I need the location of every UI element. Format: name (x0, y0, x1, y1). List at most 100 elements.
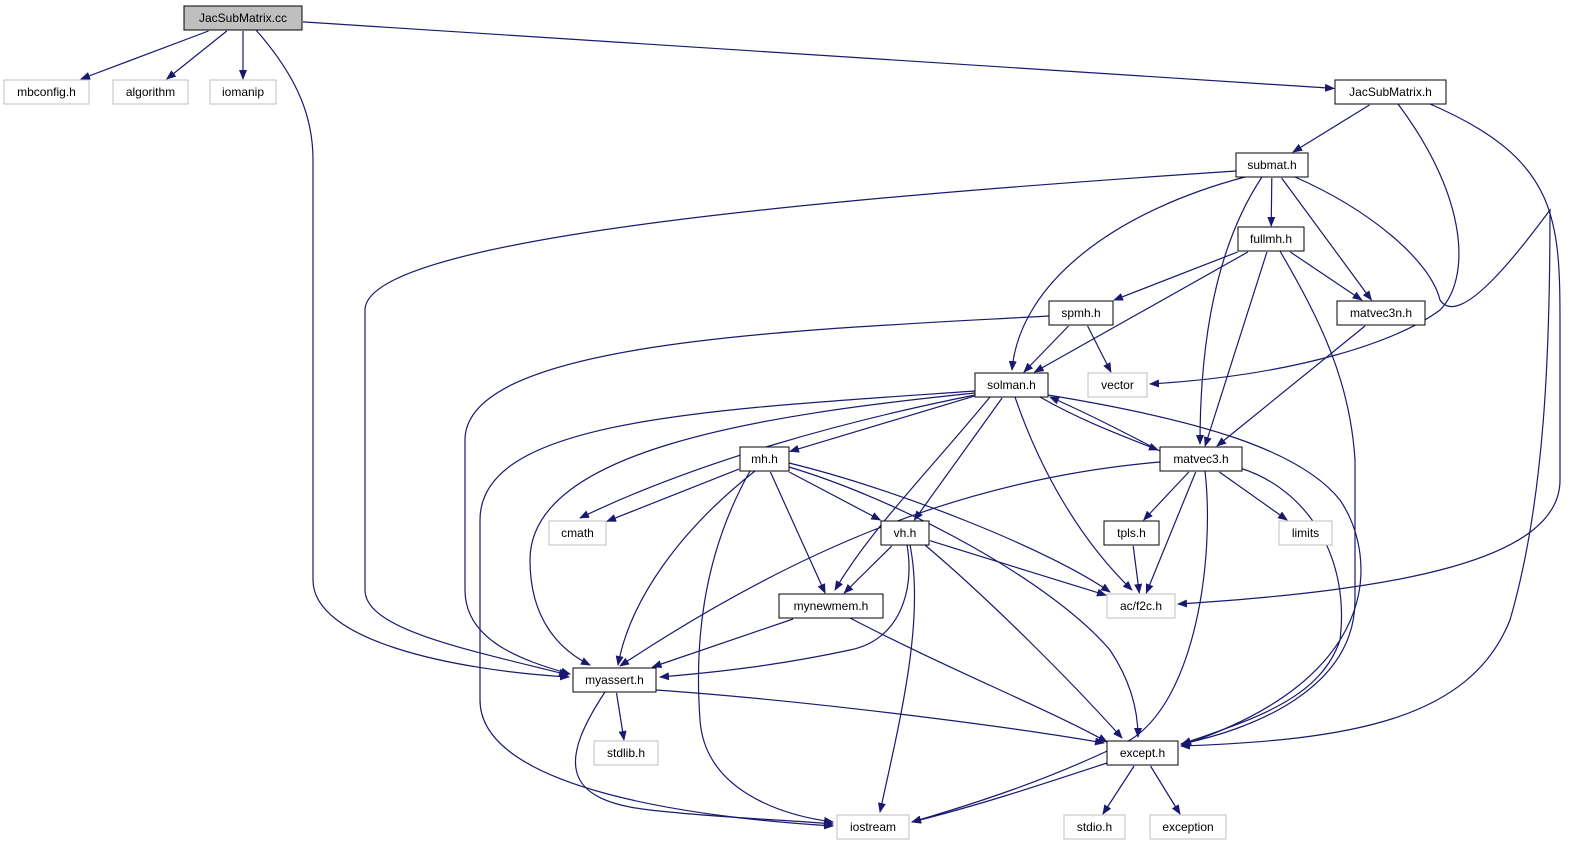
edge-jacsubmatrix_cc-to-algorithm (166, 30, 228, 80)
edge-jacsubmatrix_cc-to-myassert_h (255, 29, 570, 681)
edge-except_h-to-iostream (911, 762, 1108, 824)
edge-fullmh_h-to-except_h (1180, 250, 1356, 747)
node-box-cmath (548, 520, 607, 546)
node-solman_h[interactable]: solman.h (974, 372, 1049, 398)
node-jacsubmatrix_cc[interactable]: JacSubMatrix.cc (183, 5, 303, 31)
node-label-vector: vector (1101, 378, 1134, 392)
edge-fullmh_h-to-spmh_h (1113, 251, 1238, 301)
edge-spmh_h-to-vector (1087, 325, 1112, 373)
edge-mh_h-to-mynewmem_h (769, 471, 826, 594)
edge-mynewmem_h-to-myassert_h (651, 618, 794, 668)
node-matvec3_h[interactable]: matvec3.h (1159, 446, 1243, 472)
edge-vh_h-to-mynewmem_h (843, 545, 893, 594)
node-spmh_h[interactable]: spmh.h (1048, 300, 1114, 326)
edge-submat_h-to-solman_h (1008, 176, 1246, 371)
node-jacsubmatrix_h[interactable]: JacSubMatrix.h (1334, 79, 1447, 105)
edge-vh_h-to-myassert_h (659, 544, 910, 681)
edge-vh_h-to-iostream (878, 544, 916, 813)
node-vector: vector (1087, 372, 1148, 398)
edge-spmh_h-to-solman_h (1023, 325, 1069, 373)
node-label-fullmh_h: fullmh.h (1250, 232, 1292, 246)
edge-except_h-to-exception (1149, 765, 1181, 815)
edge-myassert_h-to-except_h (655, 689, 1105, 746)
node-matvec3n_h[interactable]: matvec3n.h (1336, 300, 1426, 326)
node-box-stdio_h (1063, 814, 1126, 840)
node-label-mh_h: mh.h (751, 452, 778, 466)
edge-matvec3_h-to-limits (1219, 471, 1288, 521)
edge-mh_h-to-iostream (697, 470, 834, 825)
edge-jacsubmatrix_h-to-vector (1149, 103, 1460, 388)
edge-submat_h-to-except_h (1180, 176, 1551, 750)
edge-solman_h-to-mh_h (789, 395, 975, 453)
node-mynewmem_h[interactable]: mynewmem.h (778, 593, 884, 619)
edge-submat_h-to-matvec3n_h (1281, 177, 1372, 301)
node-box-tpls_h (1103, 520, 1160, 546)
node-submat_h[interactable]: submat.h (1235, 152, 1309, 178)
node-cmath: cmath (548, 520, 607, 546)
node-iostream: iostream (836, 814, 910, 840)
node-label-mynewmem_h: mynewmem.h (794, 599, 869, 613)
node-ac_f2c_h: ac/f2c.h (1106, 593, 1176, 619)
node-stdlib_h: stdlib.h (593, 740, 659, 766)
node-tpls_h[interactable]: tpls.h (1103, 520, 1160, 546)
edge-matvec3_h-to-iostream (911, 470, 1209, 824)
node-algorithm: algorithm (112, 79, 189, 105)
edge-jacsubmatrix_h-to-ac_f2c_h (1177, 103, 1561, 608)
node-stdio_h: stdio.h (1063, 814, 1126, 840)
edge-vh_h-to-ac_f2c_h (929, 540, 1107, 597)
node-label-exception: exception (1162, 820, 1213, 834)
node-label-jacsubmatrix_h: JacSubMatrix.h (1349, 85, 1432, 99)
edge-solman_h-to-myassert_h (529, 392, 976, 666)
edge-tpls_h-to-ac_f2c_h (1132, 545, 1143, 594)
node-mbconfig_h: mbconfig.h (3, 79, 90, 105)
edge-solman_h-to-cmath (579, 394, 976, 519)
node-limits: limits (1278, 520, 1333, 546)
node-label-iomanip: iomanip (222, 85, 264, 99)
node-box-matvec3n_h (1336, 300, 1426, 326)
edge-except_h-to-stdio_h (1102, 765, 1135, 815)
edge-solman_h-to-except_h (1047, 394, 1362, 746)
edge-jacsubmatrix_cc-to-mbconfig_h (80, 30, 209, 80)
node-fullmh_h[interactable]: fullmh.h (1237, 226, 1305, 252)
node-label-submat_h: submat.h (1247, 158, 1296, 172)
edge-matvec3n_h-to-matvec3_h (1216, 325, 1366, 447)
edge-fullmh_h-to-matvec3_h (1204, 251, 1268, 447)
edge-solman_h-to-iostream (479, 390, 976, 830)
node-box-except_h (1106, 740, 1179, 766)
node-except_h[interactable]: except.h (1106, 740, 1179, 766)
node-label-myassert_h: myassert.h (585, 673, 644, 687)
edge-submat_h-to-fullmh_h (1267, 177, 1276, 227)
node-box-fullmh_h (1237, 226, 1305, 252)
node-mh_h[interactable]: mh.h (739, 446, 790, 472)
node-label-except_h: except.h (1120, 746, 1165, 760)
node-label-iostream: iostream (850, 820, 896, 834)
edge-mh_h-to-myassert_h (615, 470, 756, 666)
node-label-limits: limits (1292, 526, 1319, 540)
edge-matvec3_h-to-myassert_h (619, 461, 1161, 667)
node-label-solman_h: solman.h (987, 378, 1036, 392)
edge-mh_h-to-except_h (788, 466, 1142, 738)
node-myassert_h[interactable]: myassert.h (572, 667, 657, 693)
edge-fullmh_h-to-matvec3n_h (1289, 251, 1363, 301)
node-box-stdlib_h (593, 740, 659, 766)
node-box-vh_h (880, 520, 930, 546)
node-box-algorithm (112, 79, 189, 105)
edge-solman_h-to-mynewmem_h (834, 396, 991, 591)
edge-solman_h-to-vh_h (913, 397, 1003, 521)
node-label-cmath: cmath (561, 526, 594, 540)
edge-jacsubmatrix_cc-to-jacsubmatrix_h (302, 21, 1335, 92)
node-box-vector (1087, 372, 1148, 398)
edge-matvec3_h-to-except_h (1181, 467, 1343, 745)
node-label-vh_h: vh.h (894, 526, 917, 540)
node-box-mbconfig_h (3, 79, 90, 105)
edge-jacsubmatrix_h-to-submat_h (1292, 104, 1370, 153)
edge-mh_h-to-ac_f2c_h (788, 462, 1111, 593)
edge-spmh_h-to-myassert_h (464, 315, 1050, 676)
node-box-matvec3_h (1159, 446, 1243, 472)
edge-mh_h-to-cmath (606, 468, 740, 522)
node-label-spmh_h: spmh.h (1061, 306, 1100, 320)
node-box-ac_f2c_h (1106, 593, 1176, 619)
edge-matvec3_h-to-tpls_h (1143, 471, 1190, 521)
node-vh_h[interactable]: vh.h (880, 520, 930, 546)
